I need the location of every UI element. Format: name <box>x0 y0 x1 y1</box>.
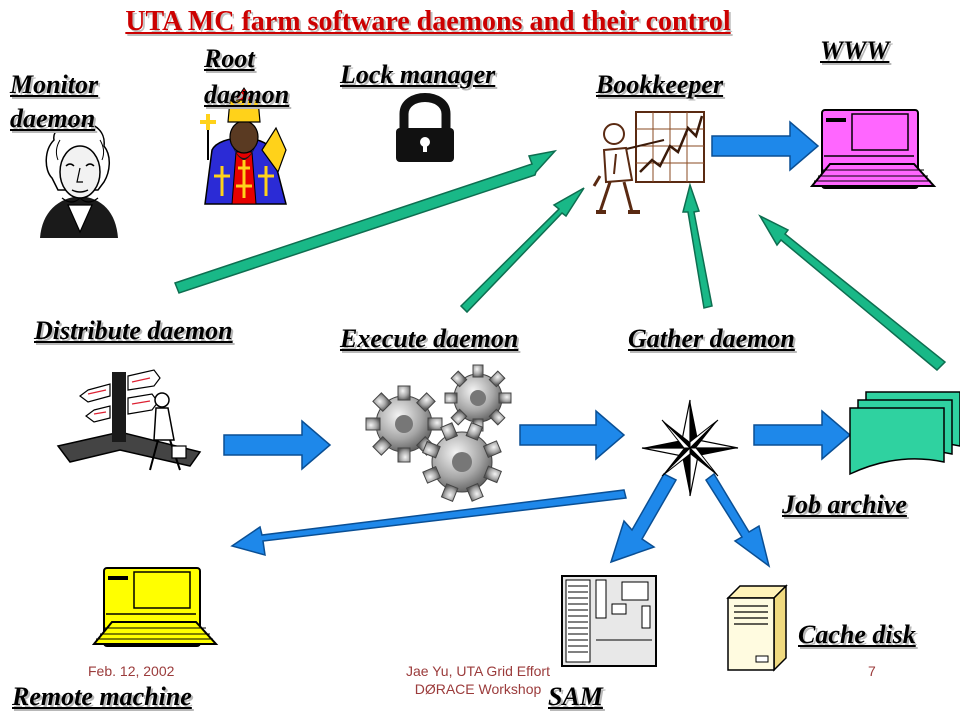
bookkeeper-label: Bookkeeper <box>596 70 724 99</box>
monitor-daemon-label-line2: daemon <box>10 104 96 133</box>
footer-date: Feb. 12, 2002 <box>88 663 175 679</box>
gather-to-remote-arrow <box>230 489 627 557</box>
footer-page-number: 7 <box>868 663 876 679</box>
computer-icon <box>809 109 937 189</box>
gears-icon <box>365 364 512 502</box>
archive-to-bookkeeper-arrow <box>758 214 947 372</box>
compass-star-icon <box>641 399 739 497</box>
distribute-to-execute-arrow <box>223 419 332 471</box>
gather-to-bookkeeper-arrow <box>682 182 713 309</box>
padlock-icon <box>396 93 454 162</box>
execute-to-bookkeeper-arrow <box>459 187 585 314</box>
monitor-daemon-label-line1: Monitor <box>10 70 99 99</box>
portrait-icon <box>40 122 118 238</box>
lock-manager-label: Lock manager <box>340 60 496 89</box>
execute-to-gather-arrow <box>519 409 626 461</box>
computer-icon <box>91 567 219 647</box>
signpost-icon <box>56 369 202 471</box>
gather-to-cache-arrow <box>704 472 771 568</box>
footer-author-line2: DØRACE Workshop <box>414 681 542 697</box>
www-label: WWW <box>820 36 890 65</box>
distribute-to-bookkeeper-arrow <box>174 149 558 294</box>
presenter-chart-icon <box>592 111 705 214</box>
gather-daemon-label: Gather daemon <box>628 324 795 353</box>
slide-title: UTA MC farm software daemons and their c… <box>125 6 731 37</box>
documents-icon <box>849 391 960 476</box>
distribute-daemon-label: Distribute daemon <box>34 316 233 345</box>
execute-daemon-label: Execute daemon <box>340 324 519 353</box>
priest-icon <box>200 87 287 205</box>
tower-icon <box>726 584 788 672</box>
cache-disk-label: Cache disk <box>798 620 916 649</box>
root-daemon-label-line1: Root <box>204 44 255 73</box>
gather-to-archive-arrow <box>753 409 852 461</box>
root-daemon-label-line2: daemon <box>204 80 290 109</box>
bookkeeper-to-www-arrow <box>711 120 820 172</box>
sam-label: SAM <box>548 682 603 711</box>
gather-to-sam-arrow <box>609 473 678 564</box>
job-archive-label: Job archive <box>782 490 907 519</box>
remote-machine-label: Remote machine <box>12 682 192 711</box>
server-icon <box>561 575 657 667</box>
footer-author-line1: Jae Yu, UTA Grid Effort <box>406 663 550 679</box>
